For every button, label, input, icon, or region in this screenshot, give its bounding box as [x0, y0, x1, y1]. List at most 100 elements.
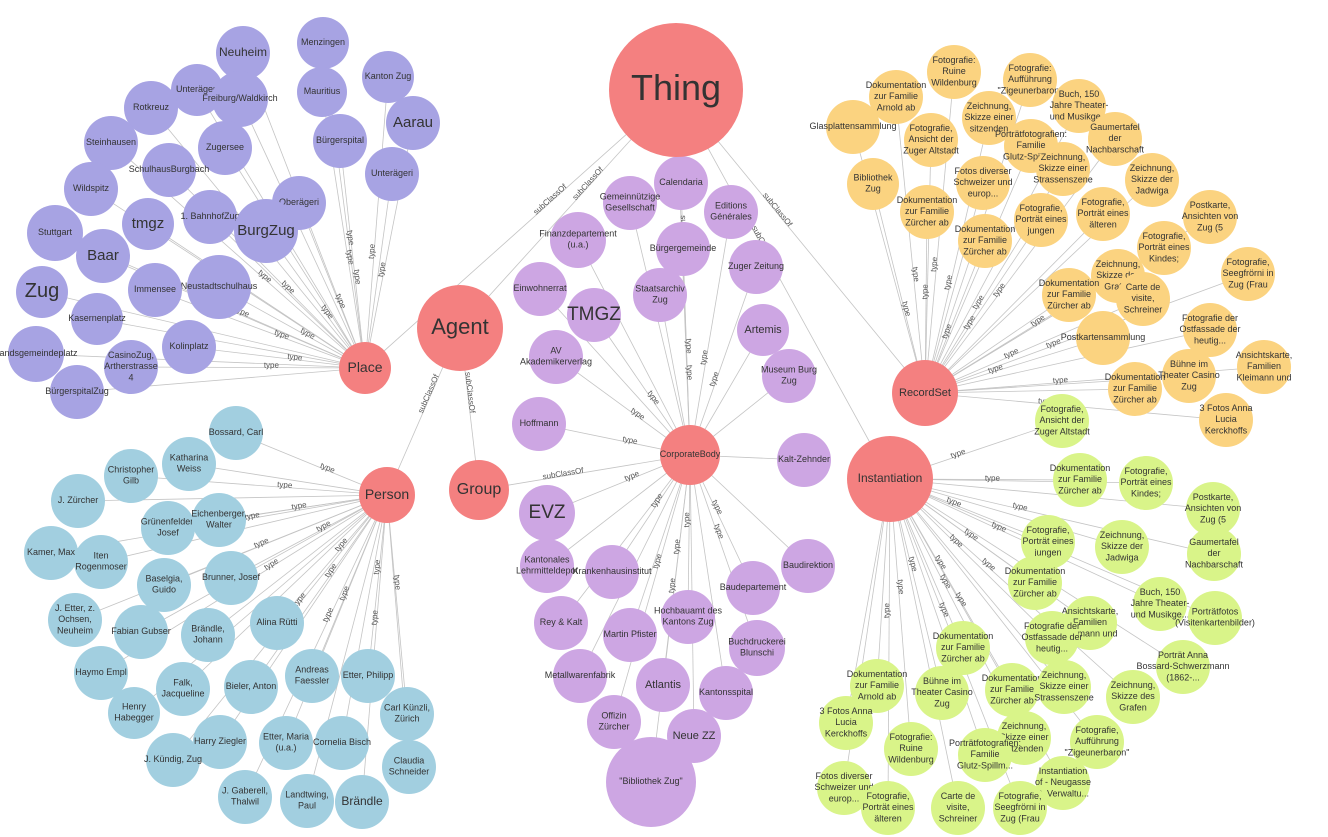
class-node-instantiation-circle[interactable]: [847, 436, 933, 522]
class-node-recordset[interactable]: RecordSet: [892, 360, 958, 426]
instantiation-node-portr-tfotografien-familie-glutz-spillm-circle[interactable]: [958, 728, 1012, 782]
corporate-node-kalt-zehnder[interactable]: Kalt-Zehnder: [777, 433, 831, 487]
corporate-node-kantonales-lehrmitteldepot-circle[interactable]: [520, 539, 574, 593]
place-node-unter-geri[interactable]: Unterägeri: [365, 147, 419, 201]
person-node-cornelia-bisch[interactable]: Cornelia Bisch: [313, 716, 371, 770]
class-node-agent-circle[interactable]: [417, 285, 503, 371]
instantiation-node-dokumentation-zur-familie-z-rcher-ab-l-circle[interactable]: [985, 663, 1039, 717]
corporate-node-b-rgergemeinde[interactable]: Bürgergemeinde: [650, 222, 717, 276]
person-node-j-z-rcher-circle[interactable]: [51, 474, 105, 528]
place-node-kolinplatz[interactable]: Kolinplatz: [162, 320, 216, 374]
person-node-gr-nenfelder-josef[interactable]: Grünenfelder,Josef: [141, 501, 196, 555]
corporate-node-rey-kalt-circle[interactable]: [534, 596, 588, 650]
corporate-node-bibliothek-zug-circle[interactable]: [606, 737, 696, 827]
instantiation-node-gaumertafel-der-nachbarschaft-unter-circle[interactable]: [1187, 527, 1241, 581]
place-node-schulhausburgbach[interactable]: SchulhausBurgbach: [129, 143, 210, 197]
person-node-kamer-max-circle[interactable]: [24, 526, 78, 580]
person-node-j-etter-z-ochsen-neuheim[interactable]: J. Etter, z.Ochsen,Neuheim: [48, 593, 102, 647]
person-node-bossard-carl[interactable]: Bossard, Carl: [209, 406, 264, 460]
person-node-cornelia-bisch-circle[interactable]: [315, 716, 369, 770]
person-node-harry-ziegler[interactable]: Harry Ziegler: [193, 715, 247, 769]
place-node-1-bahnhofzug[interactable]: 1. BahnhofZug: [180, 190, 240, 244]
place-node-kolinplatz-circle[interactable]: [162, 320, 216, 374]
person-node-andreas-faessler-circle[interactable]: [285, 649, 339, 703]
corporate-node-einwohnerrat[interactable]: Einwohnerrat: [513, 262, 567, 316]
class-node-recordset-circle[interactable]: [892, 360, 958, 426]
corporate-node-atlantis-circle[interactable]: [636, 658, 690, 712]
person-node-landtwing-paul-circle[interactable]: [280, 774, 334, 828]
person-node-fabian-gubser-circle[interactable]: [114, 605, 168, 659]
class-node-corporatebody-circle[interactable]: [660, 425, 720, 485]
place-node-landsgemeindeplatz[interactable]: Landsgemeindeplatz: [0, 326, 78, 382]
recordset-node-glasplattensammlung-circle[interactable]: [826, 100, 880, 154]
corporate-node-krankenhausinstitut-circle[interactable]: [585, 545, 639, 599]
corporate-node-buchdruckerei-blunschi-circle[interactable]: [729, 620, 785, 676]
recordset-node-carte-de-visite-schreiner-alois-kleim-circle[interactable]: [1116, 272, 1170, 326]
corporate-node-zuger-zeitung[interactable]: Zuger Zeitung: [728, 240, 784, 294]
recordset-node-fotografie-seegfr-rni-in-zug-frau-marian-circle[interactable]: [1221, 247, 1275, 301]
instantiation-node-carte-de-visite-schreiner-alois-kleim-circle[interactable]: [931, 781, 985, 835]
instantiation-node-fotografie-seegfr-rni-in-zug-frau-marian-circle[interactable]: [993, 781, 1047, 835]
corporate-node-tmgz-circle[interactable]: [567, 288, 621, 342]
person-node-j-gaberell-thalwil-circle[interactable]: [218, 770, 272, 824]
place-node-kasernenplatz[interactable]: Kasernenplatz: [68, 293, 126, 345]
person-node-eichenberger-walter[interactable]: Eichenberger,Walter: [191, 493, 247, 547]
class-node-place[interactable]: Place: [339, 342, 391, 394]
place-node-b-rgerspitalzug-circle[interactable]: [50, 365, 104, 419]
recordset-node-glasplattensammlung[interactable]: Glasplattensammlung: [809, 100, 897, 154]
person-node-etter-philipp[interactable]: Etter, Philipp: [341, 649, 395, 703]
person-node-katharina-weiss-circle[interactable]: [162, 437, 216, 491]
corporate-node-artemis[interactable]: Artemis: [737, 304, 789, 356]
corporate-node-baudepartement[interactable]: Baudepartement: [720, 561, 787, 615]
recordset-node-dokumentation-zur-familie-z-rcher-ab-l-circle[interactable]: [958, 214, 1012, 268]
person-node-etter-philipp-circle[interactable]: [341, 649, 395, 703]
instantiation-node-fotografie-der-ostfassade-der-heutig-circle[interactable]: [1025, 611, 1079, 665]
corporate-node-calendaria-circle[interactable]: [654, 156, 708, 210]
recordset-node-fotos-diverser-schweizer-und-europ-circle[interactable]: [956, 156, 1010, 210]
person-node-br-ndle-johann-circle[interactable]: [181, 608, 235, 662]
recordset-node-fotografie-portr-t-eines-lteren-mannes-circle[interactable]: [1076, 187, 1130, 241]
person-node-fabian-gubser[interactable]: Fabian Gubser: [111, 605, 171, 659]
corporate-node-gemeinn-tzige-gesellschaft-circle[interactable]: [603, 176, 657, 230]
place-node-neustadtschulhaus-circle[interactable]: [187, 255, 251, 319]
class-node-corporatebody[interactable]: CorporateBody: [660, 425, 721, 485]
recordset-node-fotografie-ansicht-der-zuger-altstadt-vo-circle[interactable]: [904, 113, 958, 167]
place-node-steinhausen-circle[interactable]: [84, 116, 138, 170]
recordset-node-3-fotos-anna-lucia-kerckhoffs-1889-1894-circle[interactable]: [1199, 393, 1253, 447]
person-node-kamer-max[interactable]: Kamer, Max: [24, 526, 78, 580]
place-node-immensee-circle[interactable]: [128, 263, 182, 317]
place-node-tmgz-circle[interactable]: [122, 198, 174, 250]
place-node-freiburg-waldkirch-circle[interactable]: [212, 71, 268, 127]
corporate-node-rey-kalt[interactable]: Rey & Kalt: [534, 596, 588, 650]
person-node-alina-r-tti-circle[interactable]: [250, 596, 304, 650]
corporate-node-hoffmann[interactable]: Hoffmann: [512, 397, 566, 451]
person-node-haymo-empl-circle[interactable]: [74, 646, 128, 700]
person-node-christopher-gilb-circle[interactable]: [104, 449, 158, 503]
